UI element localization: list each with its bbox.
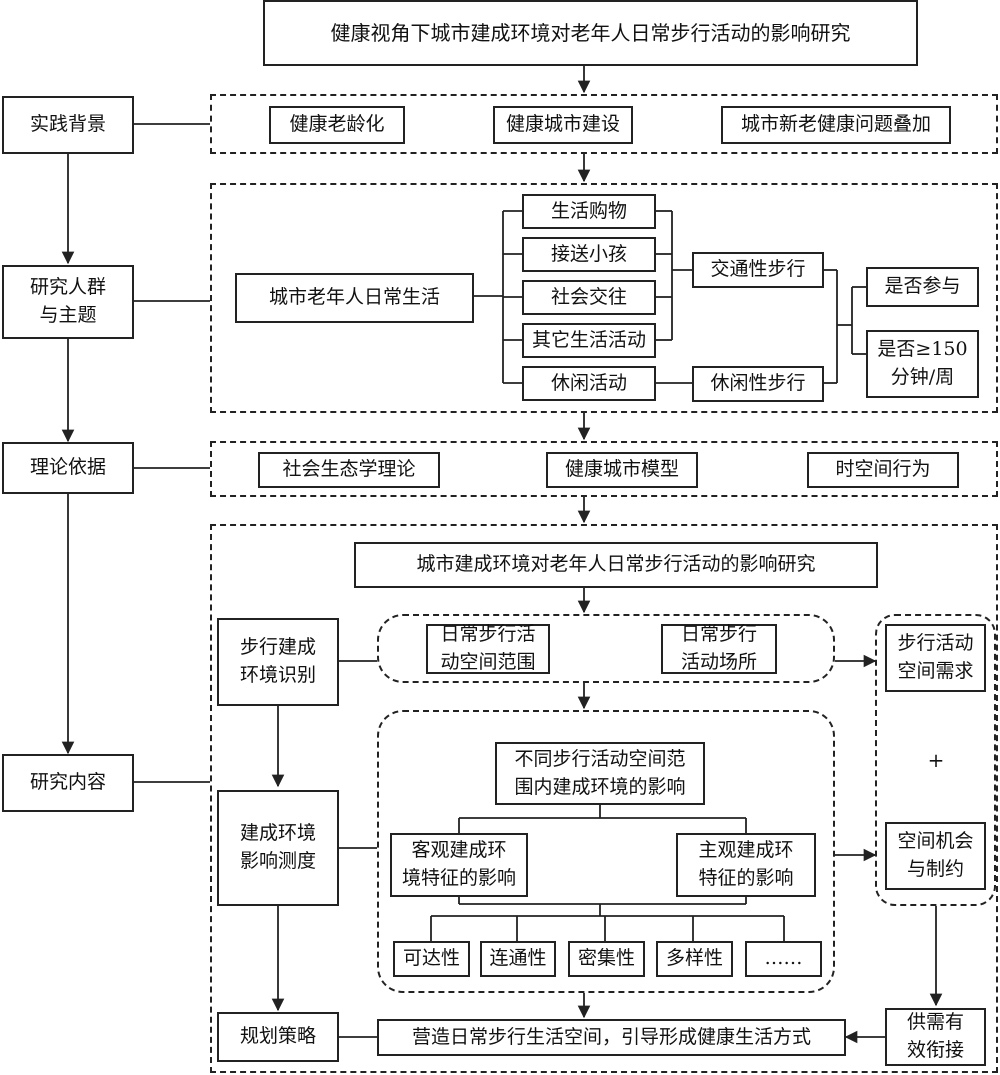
leisure-walking-box: 休闲性步行 bbox=[692, 366, 824, 402]
theory-section bbox=[210, 441, 998, 497]
participation-question-box: 是否参与 bbox=[866, 267, 979, 307]
theory-item: 时空间行为 bbox=[807, 452, 959, 488]
activity-box: 生活购物 bbox=[522, 194, 656, 229]
walking-range-box: 日常步行活 动空间范围 bbox=[426, 623, 550, 674]
space-opportunity-box: 空间机会 与制约 bbox=[885, 822, 986, 890]
factor-box: …… bbox=[745, 941, 822, 977]
supply-demand-balance-box: 供需有 效衔接 bbox=[885, 1008, 986, 1066]
practice-item: 健康老龄化 bbox=[269, 106, 405, 144]
activity-box: 接送小孩 bbox=[522, 237, 656, 272]
subjective-impact-box: 主观建成环 特征的影响 bbox=[676, 833, 816, 897]
walking-place-box: 日常步行 活动场所 bbox=[661, 623, 777, 674]
factor-box: 密集性 bbox=[568, 941, 645, 977]
theory-item: 社会生态学理论 bbox=[258, 452, 440, 488]
impact-analysis-group bbox=[377, 710, 835, 993]
demand-supply-group bbox=[875, 614, 996, 906]
population-section bbox=[210, 183, 998, 413]
theory-basis-box: 理论依据 bbox=[2, 442, 134, 494]
theory-item: 健康城市模型 bbox=[546, 452, 698, 488]
activity-box: 社会交往 bbox=[522, 280, 656, 315]
duration-question-box: 是否≥150 分钟/周 bbox=[866, 330, 979, 398]
factor-box: 可达性 bbox=[393, 941, 470, 977]
plus-sign: + bbox=[927, 748, 945, 772]
factor-box: 多样性 bbox=[656, 941, 733, 977]
diff-range-impact-box: 不同步行活动空间范 围内建成环境的影响 bbox=[495, 742, 705, 805]
environment-impact-measure-box: 建成环境 影响测度 bbox=[217, 790, 339, 906]
content-main-box: 城市建成环境对老年人日常步行活动的影响研究 bbox=[354, 542, 878, 588]
content-section bbox=[210, 524, 998, 1073]
traffic-walking-box: 交通性步行 bbox=[692, 252, 824, 288]
planning-strategy-box: 规划策略 bbox=[217, 1012, 339, 1062]
research-population-box: 研究人群 与主题 bbox=[2, 265, 134, 339]
research-content-box: 研究内容 bbox=[2, 754, 134, 812]
walking-environment-identify-box: 步行建成 环境识别 bbox=[217, 618, 339, 706]
elderly-daily-life-box: 城市老年人日常生活 bbox=[235, 273, 474, 323]
factor-box: 连通性 bbox=[480, 941, 556, 977]
activity-box: 其它生活活动 bbox=[522, 323, 656, 358]
objective-impact-box: 客观建成环 境特征的影响 bbox=[390, 833, 528, 897]
final-goal-box: 营造日常步行生活空间，引导形成健康生活方式 bbox=[377, 1019, 846, 1056]
activity-box: 休闲活动 bbox=[522, 366, 656, 401]
practice-item: 城市新老健康问题叠加 bbox=[721, 106, 951, 144]
practice-item: 健康城市建设 bbox=[493, 106, 633, 144]
page-title: 健康视角下城市建成环境对老年人日常步行活动的影响研究 bbox=[263, 0, 918, 66]
practice-section bbox=[210, 94, 998, 154]
practice-background-box: 实践背景 bbox=[2, 96, 134, 154]
walking-demand-box: 步行活动 空间需求 bbox=[885, 624, 986, 692]
walking-space-group bbox=[377, 614, 835, 683]
